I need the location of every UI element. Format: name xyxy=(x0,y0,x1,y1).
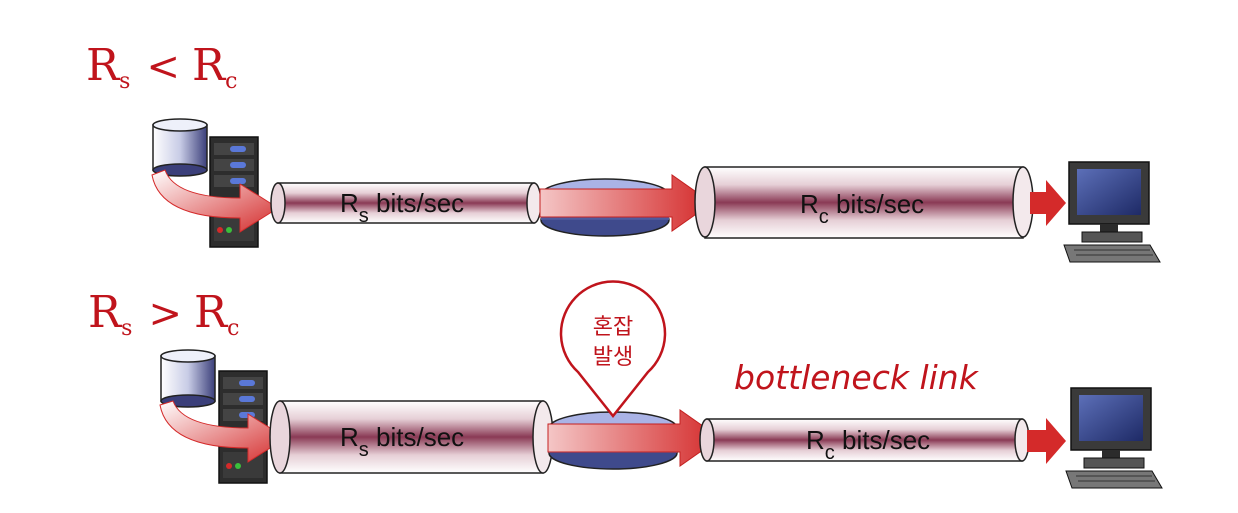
scenario-2: Rs>Rc Rs bits/sec xyxy=(88,280,1163,489)
computer-icon xyxy=(1065,387,1163,489)
congestion-text-line1: 혼잡 xyxy=(593,315,633,340)
link-1-label: Rs bits/sec xyxy=(340,188,464,227)
link-2-pipe xyxy=(699,418,1030,462)
router-arrow xyxy=(547,409,721,467)
link-1-pipe xyxy=(270,182,542,224)
link-2-pipe xyxy=(694,166,1034,239)
database-icon xyxy=(160,349,216,408)
router-arrow xyxy=(539,174,713,232)
bottleneck-label: bottleneck link xyxy=(734,358,980,397)
congestion-bubble: 혼잡 발생 xyxy=(559,280,667,419)
to-computer-arrow xyxy=(1030,180,1066,226)
db-to-link-arrow xyxy=(159,400,287,463)
computer-icon xyxy=(1063,161,1161,263)
to-computer-arrow xyxy=(1027,418,1066,464)
scenario-1: Rs<Rc Rs bits/sec xyxy=(86,40,1161,263)
congestion-text-line2: 발생 xyxy=(593,345,633,370)
link-1-label: Rs bits/sec xyxy=(340,422,464,461)
database-icon xyxy=(152,118,208,177)
link-2-label: Rc bits/sec xyxy=(806,425,930,464)
link-2-label: Rc bits/sec xyxy=(800,189,924,228)
condition-1: Rs<Rc xyxy=(86,40,237,94)
link-1-pipe xyxy=(269,400,554,474)
db-to-link-arrow xyxy=(151,169,279,233)
condition-2: Rs>Rc xyxy=(88,287,239,341)
